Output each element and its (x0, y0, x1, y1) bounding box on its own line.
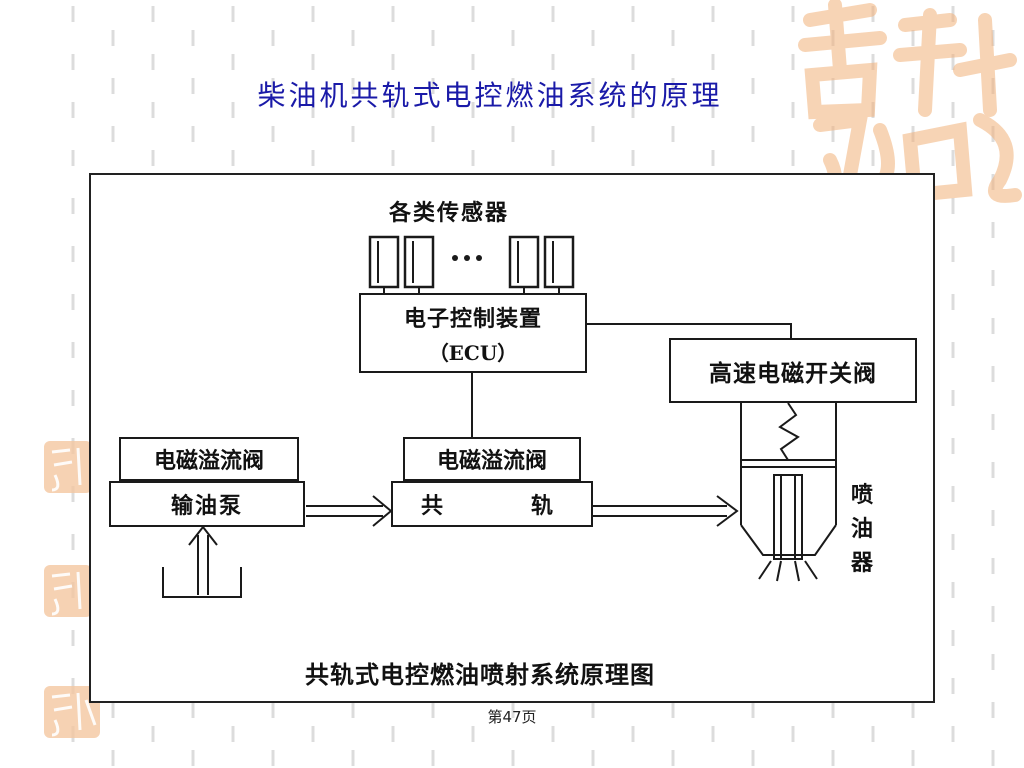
sensor-3 (508, 235, 540, 289)
ecu-abbrev: （ECU） (428, 340, 518, 365)
fuel-pump-box: 输油泵 (109, 481, 305, 527)
page-number: 第47页 (487, 708, 537, 726)
rail-overflow-valve-box: 电磁溢流阀 (403, 437, 581, 481)
injector-char-1: 喷 (851, 482, 874, 508)
solenoid-switch-valve-box: 高速电磁开关阀 (669, 338, 917, 403)
diagram-connectors (162, 235, 837, 598)
ellipsis-dot (464, 255, 470, 261)
ellipsis-dot (452, 255, 458, 261)
sensor-2 (403, 235, 435, 289)
rail-label-left: 共 (421, 493, 444, 519)
rail-label-right: 轨 (530, 493, 553, 519)
injector-char-2: 油 (851, 516, 874, 542)
ellipsis-dot (476, 255, 482, 261)
sensor-1 (368, 235, 400, 289)
sensor-4 (543, 235, 575, 289)
injector-label: 喷 油 器 (851, 478, 873, 580)
ecu-box: 电子控制装置 （ECU） (359, 293, 587, 373)
injector-char-3: 器 (851, 550, 874, 576)
figure-caption: 共轨式电控燃油喷射系统原理图 (305, 661, 655, 689)
slide-title: 柴油机共轨式电控燃油系统的原理 (257, 79, 723, 112)
sensors-label: 各类传感器 (389, 200, 510, 226)
ecu-label: 电子控制装置 (403, 305, 542, 332)
common-rail-box: 共 轨 (391, 481, 593, 527)
diagram-figure: 各类传感器 电子控制装置 （ECU） 高速电磁开关阀 电磁溢流阀 输油泵 电磁溢… (89, 173, 935, 703)
pump-overflow-valve-box: 电磁溢流阀 (119, 437, 299, 481)
